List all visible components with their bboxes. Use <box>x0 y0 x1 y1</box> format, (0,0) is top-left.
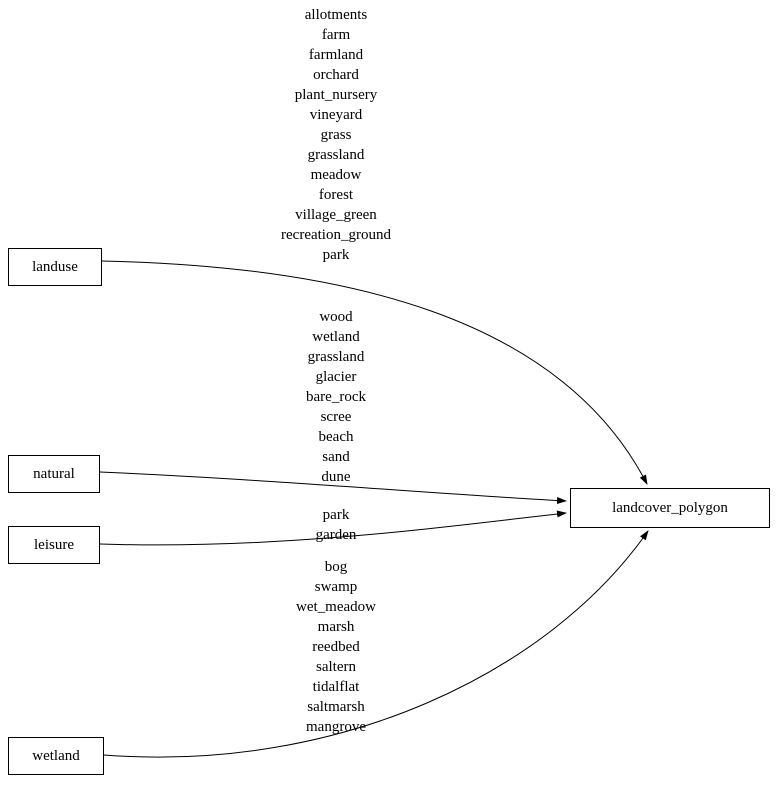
node-natural: natural <box>8 455 100 493</box>
node-landcover-polygon: landcover_polygon <box>570 488 770 528</box>
node-leisure-label: leisure <box>34 536 74 553</box>
node-leisure: leisure <box>8 526 100 564</box>
node-wetland: wetland <box>8 737 104 775</box>
edge-label-leisure-values: park garden <box>315 507 357 543</box>
node-landcover-polygon-label: landcover_polygon <box>612 499 728 516</box>
edge-label-natural-values: wood wetland grassland glacier bare_rock… <box>306 309 366 485</box>
node-wetland-label: wetland <box>32 747 80 764</box>
node-landuse: landuse <box>8 248 102 286</box>
edge-label-landuse-values: allotments farm farmland orchard plant_n… <box>281 7 391 263</box>
node-natural-label: natural <box>33 465 75 482</box>
node-landuse-label: landuse <box>32 258 78 275</box>
edge-label-wetland-values: bog swamp wet_meadow marsh reedbed salte… <box>296 559 376 735</box>
